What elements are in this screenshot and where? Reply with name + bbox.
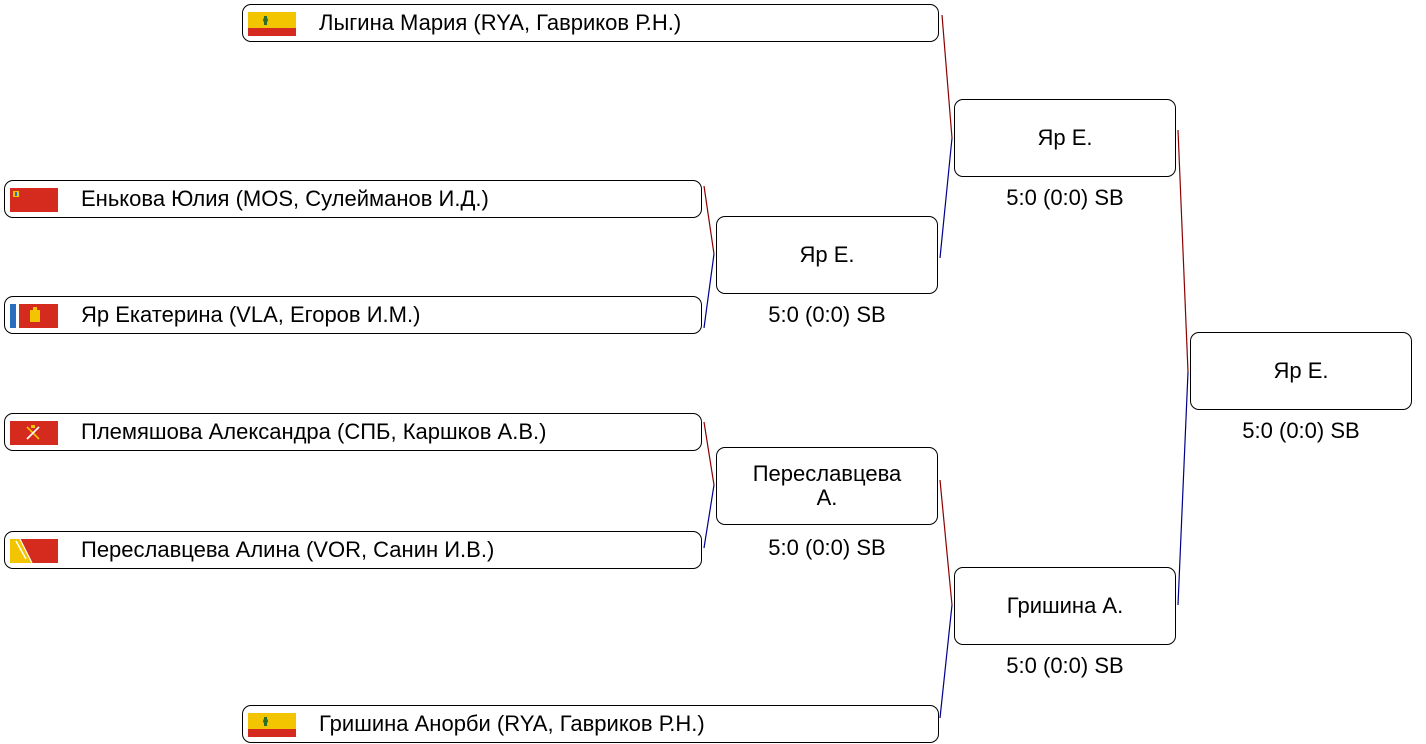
- vladimir-flag-icon: [10, 304, 58, 328]
- match-score: 5:0 (0:0) SB: [1006, 185, 1124, 210]
- participant-entry: Лыгина Мария (RYA, Гавриков Р.Н.): [242, 4, 939, 42]
- connector-line: [703, 421, 715, 486]
- match-box: Яр Е.: [716, 216, 938, 294]
- match-winner: Переславцева А.: [752, 461, 902, 510]
- participant-name: Енькова Юлия (MOS, Сулейманов И.Д.): [81, 186, 489, 211]
- connector-line: [703, 484, 715, 549]
- ryazan-flag-icon: [248, 12, 296, 36]
- connector-line: [703, 185, 715, 255]
- connector-line: [941, 14, 953, 139]
- participant-name: Племяшова Александра (СПБ, Каршков А.В.): [81, 419, 547, 444]
- match-winner: Яр Е.: [1273, 358, 1329, 383]
- participant-entry: Яр Екатерина (VLA, Егоров И.М.): [4, 296, 702, 334]
- participant-name: Гришина Анорби (RYA, Гавриков Р.Н.): [319, 711, 705, 736]
- final-match-box: Яр Е.: [1190, 332, 1412, 410]
- match-score: 5:0 (0:0) SB: [768, 302, 886, 327]
- connector-line: [939, 479, 953, 606]
- participant-name: Яр Екатерина (VLA, Егоров И.М.): [81, 302, 421, 327]
- match-score: 5:0 (0:0) SB: [1242, 418, 1360, 443]
- connector-line: [1177, 129, 1189, 373]
- match-box: Яр Е.: [954, 99, 1176, 177]
- match-score: 5:0 (0:0) SB: [768, 535, 886, 560]
- match-box: Переславцева А.: [716, 447, 938, 525]
- participant-name: Переславцева Алина (VOR, Санин И.В.): [81, 537, 495, 562]
- participant-entry: Переславцева Алина (VOR, Санин И.В.): [4, 531, 702, 569]
- match-winner: Яр Е.: [1037, 125, 1093, 150]
- voronezh-flag-icon: [10, 539, 58, 563]
- match-winner: Яр Е.: [799, 242, 855, 267]
- participant-name: Лыгина Мария (RYA, Гавриков Р.Н.): [319, 10, 682, 35]
- match-score: 5:0 (0:0) SB: [1006, 653, 1124, 678]
- connector-line: [1177, 371, 1189, 606]
- connector-line: [703, 253, 715, 329]
- participant-entry: Гришина Анорби (RYA, Гавриков Р.Н.): [242, 705, 939, 743]
- participant-entry: Племяшова Александра (СПБ, Каршков А.В.): [4, 413, 702, 451]
- spb-flag-icon: [10, 421, 58, 445]
- match-box: Гришина А.: [954, 567, 1176, 645]
- match-winner: Гришина А.: [1006, 593, 1124, 618]
- connector-line: [939, 604, 953, 719]
- ryazan-flag-icon: [248, 713, 296, 737]
- connector-line: [939, 137, 953, 259]
- moscow-oblast-flag-icon: [10, 188, 58, 212]
- participant-entry: Енькова Юлия (MOS, Сулейманов И.Д.): [4, 180, 702, 218]
